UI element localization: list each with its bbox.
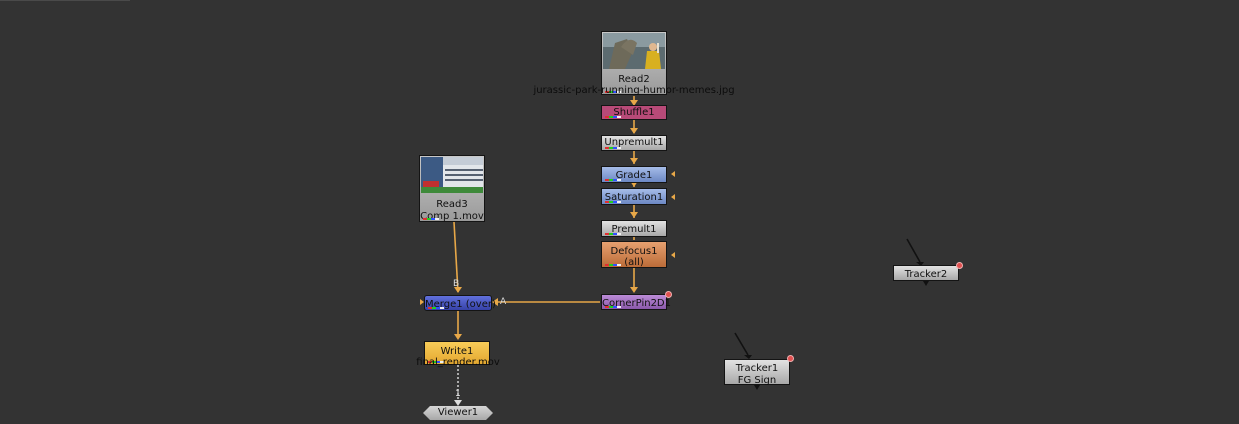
merge1-channels bbox=[428, 307, 444, 309]
pipe-read3-merge1 bbox=[453, 221, 459, 293]
arrowhead-unpremult1 bbox=[630, 128, 638, 134]
tracker2-indicator bbox=[956, 262, 963, 269]
defocus1-mask-input[interactable] bbox=[667, 252, 675, 258]
unpremult1-channels bbox=[605, 147, 621, 149]
read3-channels bbox=[423, 218, 439, 220]
premult1-channels bbox=[605, 233, 621, 235]
tracker1-output bbox=[754, 385, 760, 390]
write1-filename: final_render.mov bbox=[416, 357, 500, 368]
grade1-label: Grade1 bbox=[615, 170, 653, 181]
merge1-label: Merge1 (over) bbox=[425, 299, 496, 310]
read3-label: Read3 bbox=[436, 199, 468, 210]
premult1-label: Premult1 bbox=[611, 224, 657, 235]
unpremult1-label: Unpremult1 bbox=[604, 137, 664, 148]
defocus1-channels bbox=[605, 264, 621, 266]
tracker1-pointer bbox=[734, 332, 749, 356]
read2-filename: jurassic-park-running-humor-memes.jpg bbox=[533, 85, 735, 96]
tracker2-output bbox=[923, 281, 929, 286]
arrowhead-viewer1 bbox=[454, 400, 462, 406]
node-read3[interactable]: Read3 Comp 1.mov bbox=[419, 155, 485, 222]
arrowhead-premult1 bbox=[630, 212, 638, 218]
defocus1-channels-text: (all) bbox=[624, 257, 644, 268]
merge1-input-a-label: A bbox=[500, 297, 507, 307]
cornerpin-channels bbox=[605, 306, 621, 308]
arrowhead-merge1-a bbox=[492, 298, 498, 306]
node-premult1[interactable]: Premult1 bbox=[601, 220, 667, 237]
grade1-channels bbox=[605, 179, 621, 181]
node-cornerpin2d1[interactable]: CornerPin2D1 bbox=[601, 294, 671, 310]
node-grade1[interactable]: Grade1 bbox=[601, 166, 667, 183]
tracker2-pointer bbox=[906, 238, 921, 263]
read2-thumbnail bbox=[603, 33, 665, 69]
viewer1-input-label: 1 bbox=[455, 389, 461, 399]
arrowhead-write1 bbox=[454, 334, 462, 340]
shuffle1-channels bbox=[605, 116, 621, 118]
node-viewer1[interactable]: Viewer1 bbox=[423, 406, 493, 420]
node-tracker2[interactable]: Tracker2 bbox=[893, 265, 959, 281]
merge1-input-b-label: B bbox=[453, 279, 460, 289]
tracker1-label: Tracker1 bbox=[735, 363, 779, 374]
node-write1[interactable]: Write1 bbox=[424, 341, 490, 365]
node-unpremult1[interactable]: Unpremult1 bbox=[601, 135, 667, 151]
defocus1-label: Defocus1 bbox=[610, 246, 658, 257]
arrowhead-grade1 bbox=[630, 158, 638, 164]
arrowhead-cornerpin bbox=[630, 287, 638, 293]
merge1-mask-input[interactable] bbox=[420, 299, 424, 305]
viewer1-label: Viewer1 bbox=[437, 407, 479, 418]
arrowhead-merge1-b bbox=[454, 287, 462, 293]
read2-channels bbox=[605, 91, 621, 93]
node-defocus1[interactable]: Defocus1 (all) bbox=[601, 241, 667, 268]
saturation1-mask-input[interactable] bbox=[667, 194, 675, 200]
write1-label: Write1 bbox=[440, 346, 474, 357]
saturation1-label: Saturation1 bbox=[604, 192, 664, 203]
node-shuffle1[interactable]: Shuffle1 bbox=[601, 105, 667, 120]
node-saturation1[interactable]: Saturation1 bbox=[601, 188, 667, 205]
saturation1-channels bbox=[605, 201, 621, 203]
node-merge1[interactable]: Merge1 (over) bbox=[424, 295, 496, 311]
cornerpin-indicator bbox=[665, 291, 672, 298]
tracker1-sublabel: FG Sign bbox=[737, 375, 777, 386]
grade1-mask-input[interactable] bbox=[667, 171, 675, 177]
cornerpin-label: CornerPin2D1 bbox=[602, 298, 671, 309]
tracker1-indicator bbox=[787, 355, 794, 362]
read3-filename: Comp 1.mov bbox=[420, 211, 484, 222]
read3-thumbnail bbox=[421, 157, 483, 193]
tracker2-label: Tracker2 bbox=[904, 269, 948, 280]
read2-label: Read2 bbox=[618, 74, 650, 85]
shuffle1-label: Shuffle1 bbox=[613, 107, 655, 118]
top-edge-line bbox=[0, 0, 130, 1]
node-tracker1[interactable]: Tracker1 FG Sign bbox=[724, 359, 790, 386]
arrowhead-shuffle1 bbox=[630, 100, 638, 106]
write1-channels bbox=[428, 361, 444, 363]
node-read2[interactable]: Read2 bbox=[601, 31, 667, 95]
